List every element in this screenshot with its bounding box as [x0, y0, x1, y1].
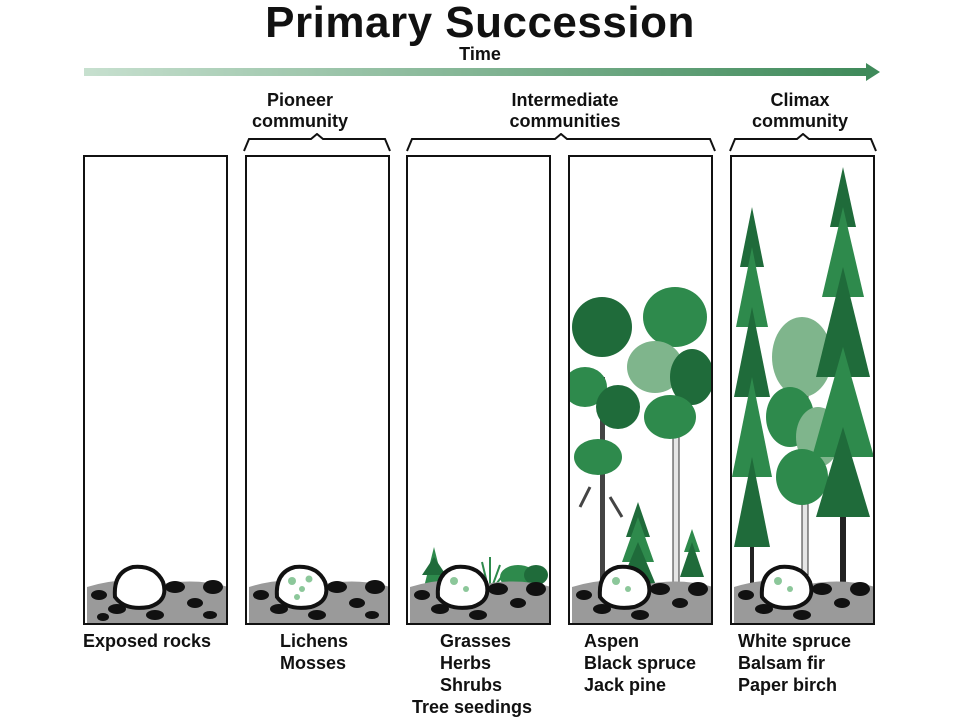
bracket-climax	[729, 133, 877, 152]
caption-line: Aspen	[584, 631, 640, 651]
stage-label-pioneer: Pioneer community	[230, 90, 370, 132]
time-arrow-icon	[84, 63, 880, 81]
diagram-title: Primary Succession	[265, 0, 695, 47]
jack-pine-tree-icon	[570, 297, 640, 587]
lichen-boulder-icon	[597, 564, 652, 610]
time-label: Time	[459, 44, 501, 64]
lichen-boulder-icon	[759, 564, 814, 610]
bracket-intermediate	[406, 133, 716, 152]
caption-line: Herbs	[440, 653, 492, 673]
caption-lichens-mosses: Lichens Mosses	[280, 630, 348, 674]
panel-lichens-mosses	[245, 155, 390, 625]
caption-line: Paper birch	[738, 675, 838, 695]
caption-line: White spruce	[738, 631, 852, 651]
caption-line: Exposed rocks	[83, 631, 212, 651]
caption-climax-forest: White spruce Balsam fir Paper birch	[738, 630, 851, 696]
caption-line: Balsam fir	[738, 653, 826, 673]
stage-label-line: Intermediate	[511, 90, 619, 110]
lichen-boulder-icon	[274, 564, 329, 610]
lichen-boulder-icon	[435, 564, 490, 610]
caption-grasses-shrubs: Grasses Herbs Shrubs Tree seedings	[412, 630, 552, 718]
boulder-icon	[112, 564, 167, 610]
caption-exposed-rocks: Exposed rocks	[83, 630, 211, 652]
black-spruce-tree-icon	[620, 502, 704, 585]
aspen-tree-icon	[627, 287, 711, 588]
stage-label-intermediate: Intermediate communities	[480, 90, 650, 132]
stage-label-line: community	[751, 111, 848, 131]
caption-line: Jack pine	[584, 675, 667, 695]
panel-climax-forest	[730, 155, 875, 625]
caption-line: Mosses	[280, 653, 347, 673]
stage-label-line: Pioneer	[266, 90, 334, 110]
caption-line: Shrubs	[440, 675, 503, 695]
caption-line: Tree seedings	[412, 697, 533, 717]
caption-line: Lichens	[280, 631, 349, 651]
panel-exposed-rocks	[83, 155, 228, 625]
white-spruce-tree-icon	[732, 207, 772, 587]
stage-label-line: Climax	[770, 90, 830, 110]
caption-aspen-spruce-pine: Aspen Black spruce Jack pine	[584, 630, 696, 696]
balsam-fir-tree-icon	[812, 167, 873, 587]
panel-aspen-spruce-pine	[568, 155, 713, 625]
caption-line: Grasses	[440, 631, 512, 651]
stage-label-climax: Climax community	[735, 90, 865, 132]
caption-line: Black spruce	[584, 653, 697, 673]
seedling-tree-icon	[422, 547, 446, 587]
stage-label-line: communities	[509, 111, 621, 131]
bracket-pioneer	[243, 133, 391, 152]
panel-grasses-shrubs	[406, 155, 551, 625]
stage-label-line: community	[251, 111, 348, 131]
